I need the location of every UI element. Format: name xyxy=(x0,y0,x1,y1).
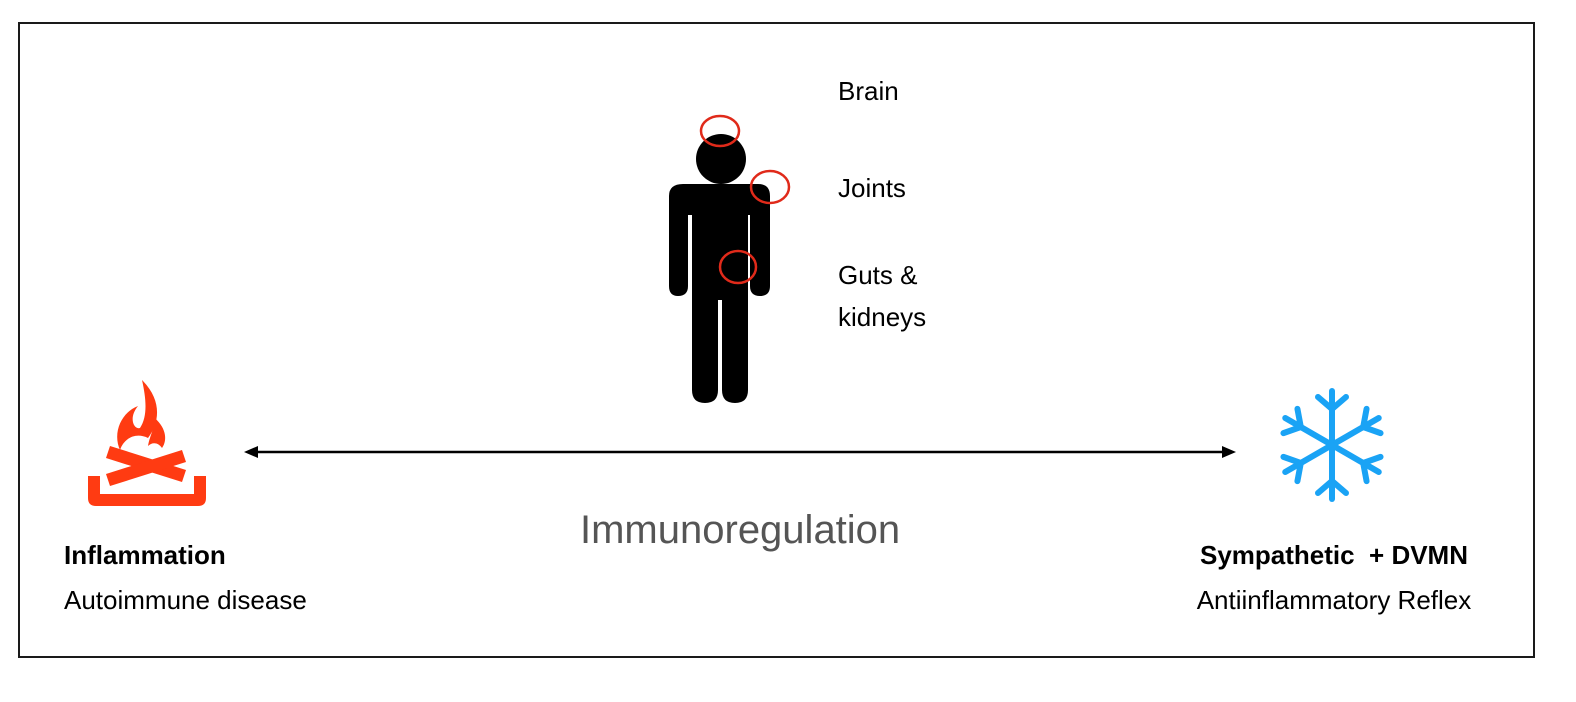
brain-marker xyxy=(699,114,741,148)
snowflake-arm-3 xyxy=(1280,405,1384,485)
immunoregulation-title: Immunoregulation xyxy=(580,508,901,552)
flame-large xyxy=(117,380,158,450)
joints-label: Joints xyxy=(838,173,906,203)
snowflake-icon xyxy=(1280,388,1384,502)
arrow-head-left xyxy=(244,446,258,458)
guts-label-line1: Guts & xyxy=(838,260,918,290)
arrow-head-right xyxy=(1222,446,1236,458)
guts-label-line2: kidneys xyxy=(838,302,927,332)
brain-label: Brain xyxy=(838,76,899,106)
reflex-subtitle: Antiinflammatory Reflex xyxy=(1196,585,1472,615)
sympathetic-title: Sympathetic + DVMN xyxy=(1199,540,1468,570)
joints-marker xyxy=(749,169,791,205)
inflammation-title: Inflammation xyxy=(64,540,226,570)
log-2 xyxy=(106,450,186,486)
person-body xyxy=(669,184,770,403)
campfire-icon xyxy=(88,380,206,506)
person-icon xyxy=(669,134,770,403)
guts-marker xyxy=(718,249,758,285)
diagram-frame xyxy=(18,22,1535,658)
fire-bowl xyxy=(88,476,206,506)
person-head xyxy=(696,134,746,184)
flame-small xyxy=(148,416,166,448)
inflammation-subtitle: Autoimmune disease xyxy=(64,585,307,615)
